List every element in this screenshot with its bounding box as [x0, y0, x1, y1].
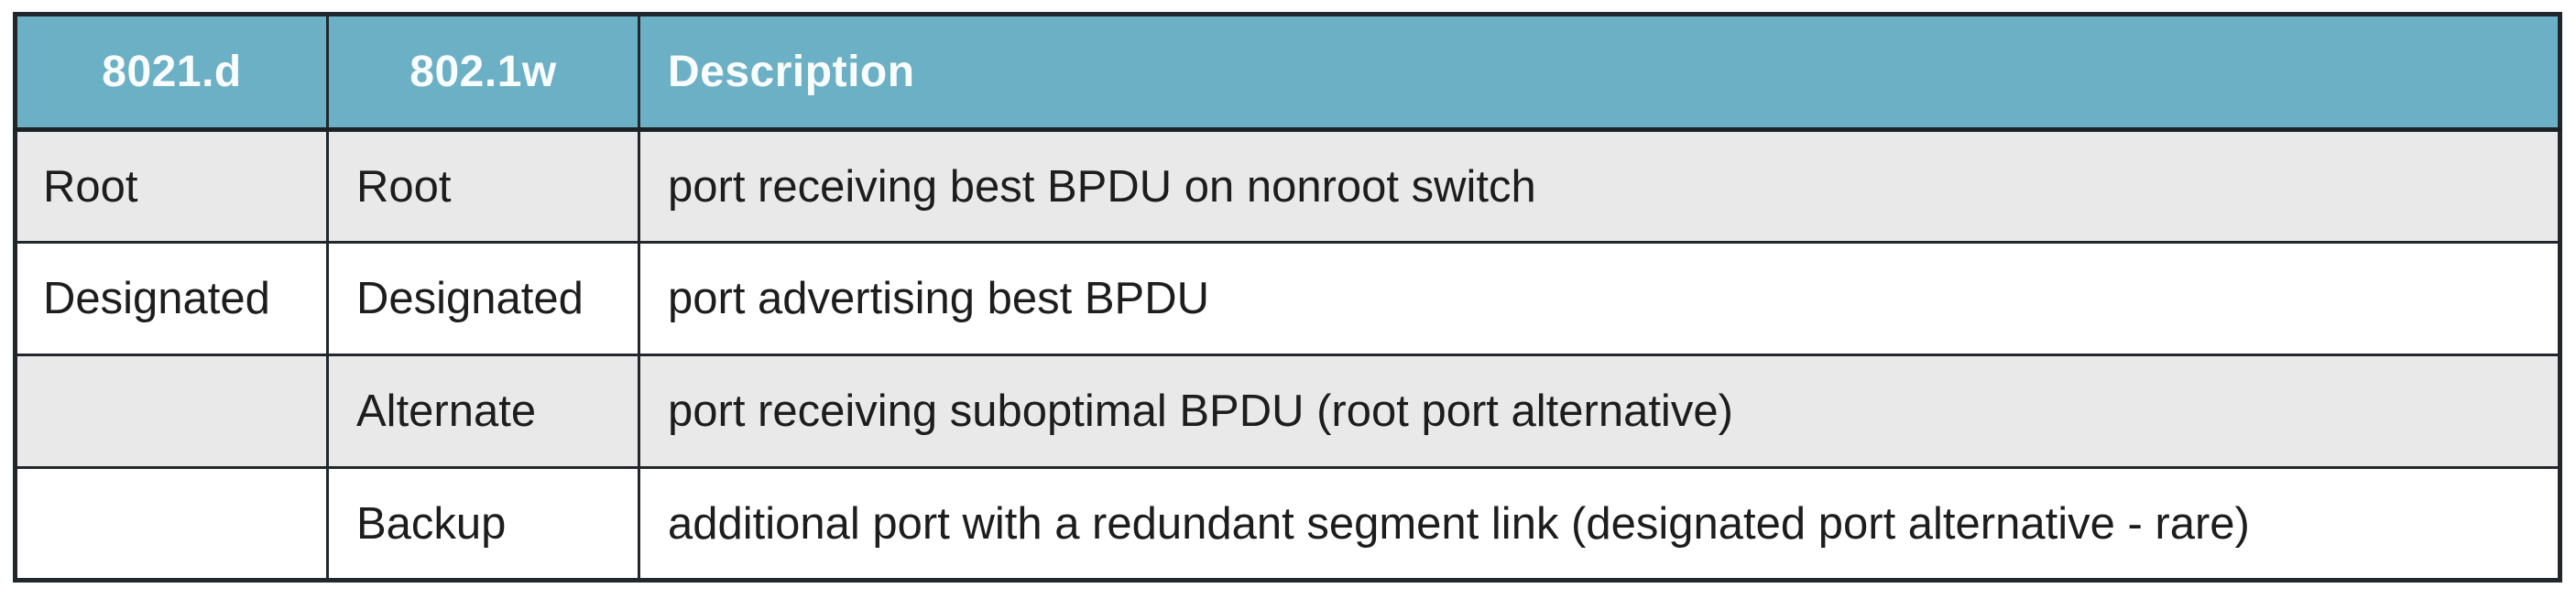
table-row-root: Root Root port receiving best BPDU on no…: [14, 128, 2561, 244]
cell-8021d-designated: Designated: [14, 241, 329, 356]
cell-8021d-root: Root: [14, 128, 329, 244]
table-row-designated: Designated Designated port advertising b…: [14, 241, 2561, 356]
cell-8021w-designated: Designated: [326, 241, 640, 356]
cell-8021w-backup: Backup: [326, 466, 640, 582]
stp-port-roles-table: 8021.d 802.1w Description Root Root port…: [13, 12, 2562, 583]
column-header-8021w: 802.1w: [326, 13, 640, 132]
cell-description-alternate: port receiving suboptimal BPDU (root por…: [638, 354, 2561, 469]
cell-description-designated: port advertising best BPDU: [638, 241, 2561, 356]
cell-description-root: port receiving best BPDU on nonroot swit…: [638, 128, 2561, 244]
cell-8021d-backup-empty: [14, 466, 329, 582]
table-header-row: 8021.d 802.1w Description: [14, 13, 2561, 132]
cell-8021d-alternate-empty: [14, 354, 329, 469]
table-row-backup: Backup additional port with a redundant …: [14, 466, 2561, 582]
column-header-8021d: 8021.d: [14, 13, 329, 132]
table-row-alternate: Alternate port receiving suboptimal BPDU…: [14, 354, 2561, 469]
column-header-description: Description: [638, 13, 2561, 132]
cell-description-backup: additional port with a redundant segment…: [638, 466, 2561, 582]
cell-8021w-root: Root: [326, 128, 640, 244]
cell-8021w-alternate: Alternate: [326, 354, 640, 469]
